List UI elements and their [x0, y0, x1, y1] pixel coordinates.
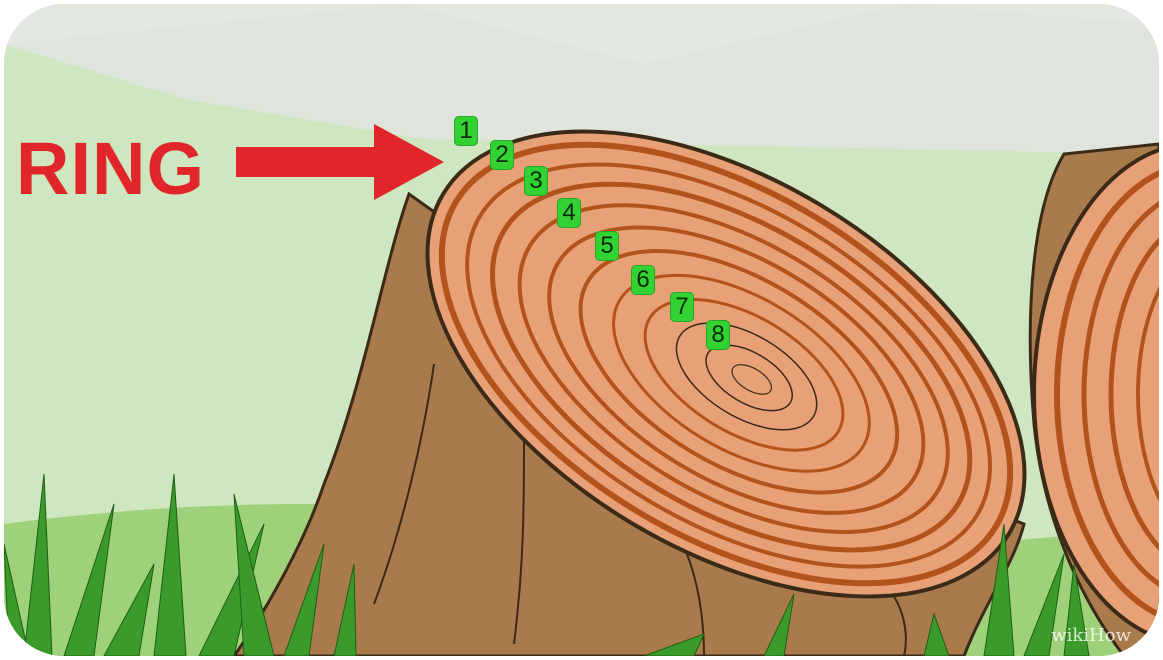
watermark: wikiHow — [1051, 625, 1131, 646]
ring-marker-6: 6 — [631, 265, 655, 295]
ring-marker-7: 7 — [670, 292, 694, 322]
ring-marker-5: 5 — [595, 231, 619, 261]
ring-marker-1: 1 — [454, 116, 478, 146]
ring-marker-2: 2 — [490, 140, 514, 170]
ring-marker-4: 4 — [557, 198, 581, 228]
image-frame: RING 1 2 3 4 5 6 7 8 wikiHow — [4, 4, 1159, 656]
ring-marker-8: 8 — [706, 320, 730, 350]
ring-marker-3: 3 — [524, 166, 548, 196]
tree-stump-illustration — [4, 4, 1159, 656]
ring-label: RING — [16, 132, 205, 206]
